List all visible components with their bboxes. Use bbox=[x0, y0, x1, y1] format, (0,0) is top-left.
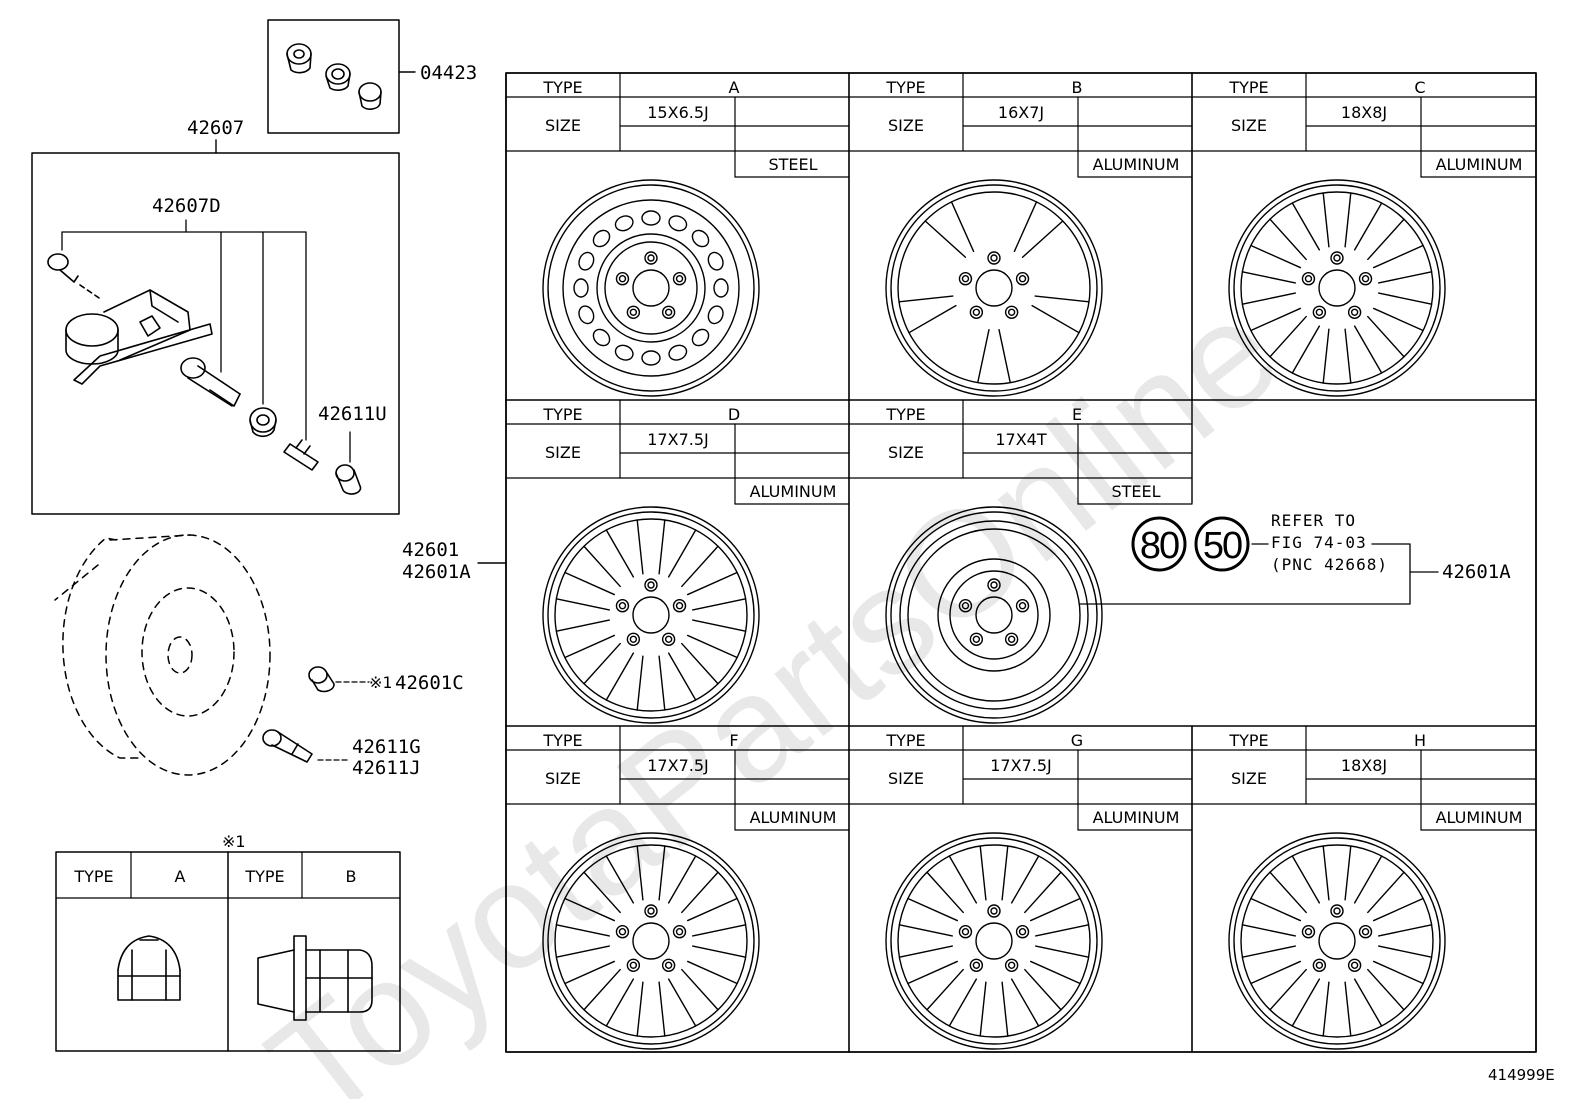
wheel-type: H bbox=[1414, 731, 1426, 750]
type-label: TYPE bbox=[885, 405, 925, 424]
wheel-cell-a[interactable]: TYPE A SIZE 15X6.5J STEEL bbox=[505, 72, 850, 397]
nut-a-icon bbox=[117, 935, 181, 1001]
wheel-c-icon bbox=[1228, 179, 1446, 397]
size-label: SIZE bbox=[545, 769, 581, 788]
size-label: SIZE bbox=[1231, 116, 1267, 135]
diagram-id: 414999E bbox=[1488, 1066, 1555, 1084]
wheel-f-icon bbox=[542, 832, 760, 1050]
part-label-04423: 04423 bbox=[420, 62, 477, 84]
type-label: TYPE bbox=[542, 405, 582, 424]
tire-icon bbox=[54, 534, 271, 776]
size-label: SIZE bbox=[888, 769, 924, 788]
size-label: SIZE bbox=[888, 116, 924, 135]
refer-fig-label: FIG 74-03 bbox=[1271, 533, 1367, 552]
refer-to-label: REFER TO bbox=[1271, 511, 1356, 530]
wheel-h-icon bbox=[1228, 832, 1446, 1050]
part-label-42601C: 42601C bbox=[395, 672, 464, 694]
lug-nut-part[interactable]: ※1 42601C bbox=[308, 666, 464, 694]
wheel-g-icon bbox=[885, 832, 1103, 1050]
wheel-b-icon bbox=[885, 179, 1103, 397]
wheel-size: 16X7J bbox=[998, 103, 1044, 122]
wheel-e-icon bbox=[885, 506, 1103, 724]
wheel-type: D bbox=[728, 405, 740, 424]
wheel-type: E bbox=[1072, 405, 1082, 424]
part-label-42611G: 42611G bbox=[352, 736, 421, 758]
part-label-42611U[interactable]: 42611U bbox=[318, 403, 387, 425]
part-label-42607D[interactable]: 42607D bbox=[152, 195, 221, 217]
wheel-cell-d[interactable]: TYPE D SIZE 17X7.5J ALUMINUM bbox=[505, 399, 850, 724]
wheel-cell-e[interactable]: TYPE E SIZE 17X4T STEEL bbox=[848, 399, 1193, 724]
tpms-sensor-icon bbox=[47, 253, 362, 495]
wheel-size: 17X7.5J bbox=[647, 430, 708, 449]
wheel-size: 17X7.5J bbox=[647, 756, 708, 775]
size-label: SIZE bbox=[545, 443, 581, 462]
type-label: TYPE bbox=[885, 78, 925, 97]
wheel-cell-b[interactable]: TYPE B SIZE 16X7J ALUMINUM bbox=[848, 72, 1193, 397]
type-label: TYPE bbox=[885, 731, 925, 750]
part-label-42601A-left[interactable]: 42601A bbox=[402, 561, 471, 583]
wheel-cell-f[interactable]: TYPE F SIZE 17X7.5J ALUMINUM bbox=[505, 725, 850, 1050]
wheel-a-icon bbox=[542, 179, 760, 397]
speed-80-label: 80 bbox=[1140, 525, 1179, 567]
speed-50-label: 50 bbox=[1203, 525, 1242, 567]
wheel-d-icon bbox=[542, 506, 760, 724]
type-label: TYPE bbox=[1228, 731, 1268, 750]
nut-type-a: A bbox=[175, 867, 186, 886]
nut-table-note: ※1 bbox=[222, 832, 246, 851]
wheel-material: ALUMINUM bbox=[1093, 808, 1180, 827]
wheel-type: A bbox=[729, 78, 740, 97]
wheel-material: ALUMINUM bbox=[1436, 808, 1523, 827]
wheel-material: ALUMINUM bbox=[750, 482, 837, 501]
valve-cap-kit[interactable]: 04423 bbox=[267, 19, 477, 134]
wheel-cell-c[interactable]: TYPE C SIZE 18X8J ALUMINUM bbox=[1191, 72, 1536, 397]
type-label: TYPE bbox=[542, 78, 582, 97]
wheel-size: 17X4T bbox=[995, 430, 1047, 449]
type-label: TYPE bbox=[1228, 78, 1268, 97]
wheel-material: STEEL bbox=[1111, 482, 1160, 501]
lug-nut-icon bbox=[308, 666, 335, 693]
wheel-material: ALUMINUM bbox=[750, 808, 837, 827]
wheel-size: 15X6.5J bbox=[647, 103, 708, 122]
part-label-42601A-right[interactable]: 42601A bbox=[1442, 561, 1511, 583]
part-label-42607[interactable]: 42607 bbox=[187, 117, 244, 139]
wheel-material: ALUMINUM bbox=[1093, 155, 1180, 174]
wheel-type: B bbox=[1072, 78, 1083, 97]
nut-type-label-b: TYPE bbox=[244, 867, 284, 886]
part-label-42611J: 42611J bbox=[352, 757, 421, 779]
valve-stem-part[interactable]: 42611G 42611J bbox=[262, 729, 421, 779]
wheel-material: STEEL bbox=[768, 155, 817, 174]
wheel-cells: TYPE A SIZE 15X6.5J STEEL TYPE B SIZE 16X7J ALUMI… bbox=[505, 72, 1536, 1050]
valve-stem-icon bbox=[262, 729, 313, 763]
nut-type-label-a: TYPE bbox=[73, 867, 113, 886]
refer-pnc-label: (PNC 42668) bbox=[1271, 555, 1388, 574]
size-label: SIZE bbox=[1231, 769, 1267, 788]
wheel-size: 18X8J bbox=[1341, 103, 1387, 122]
wheel-type: C bbox=[1414, 78, 1425, 97]
wheel-size: 18X8J bbox=[1341, 756, 1387, 775]
wheel-material: ALUMINUM bbox=[1436, 155, 1523, 174]
nut-b-icon bbox=[257, 935, 373, 1021]
wheel-type: G bbox=[1071, 731, 1083, 750]
part-label-42601[interactable]: 42601 bbox=[402, 539, 459, 561]
grommet-icon bbox=[286, 43, 382, 110]
wheel-cell-h[interactable]: TYPE H SIZE 18X8J ALUMINUM bbox=[1191, 725, 1536, 1050]
wheel-size: 17X7.5J bbox=[990, 756, 1051, 775]
part-label-42601C-mark: ※1 bbox=[369, 673, 392, 692]
tpms-sensor-box: 42607D bbox=[31, 152, 400, 515]
nut-type-table: ※1 TYPE A TYPE B bbox=[55, 832, 401, 1052]
size-label: SIZE bbox=[888, 443, 924, 462]
type-label: TYPE bbox=[542, 731, 582, 750]
speed-limit-callout: 80 50 REFER TO FIG 74-03 (PNC 42668) 426… bbox=[1079, 511, 1511, 605]
wheel-cell-g[interactable]: TYPE G SIZE 17X7.5J ALUMINUM bbox=[848, 725, 1193, 1050]
size-label: SIZE bbox=[545, 116, 581, 135]
nut-type-b: B bbox=[346, 867, 357, 886]
wheel-type: F bbox=[729, 731, 738, 750]
